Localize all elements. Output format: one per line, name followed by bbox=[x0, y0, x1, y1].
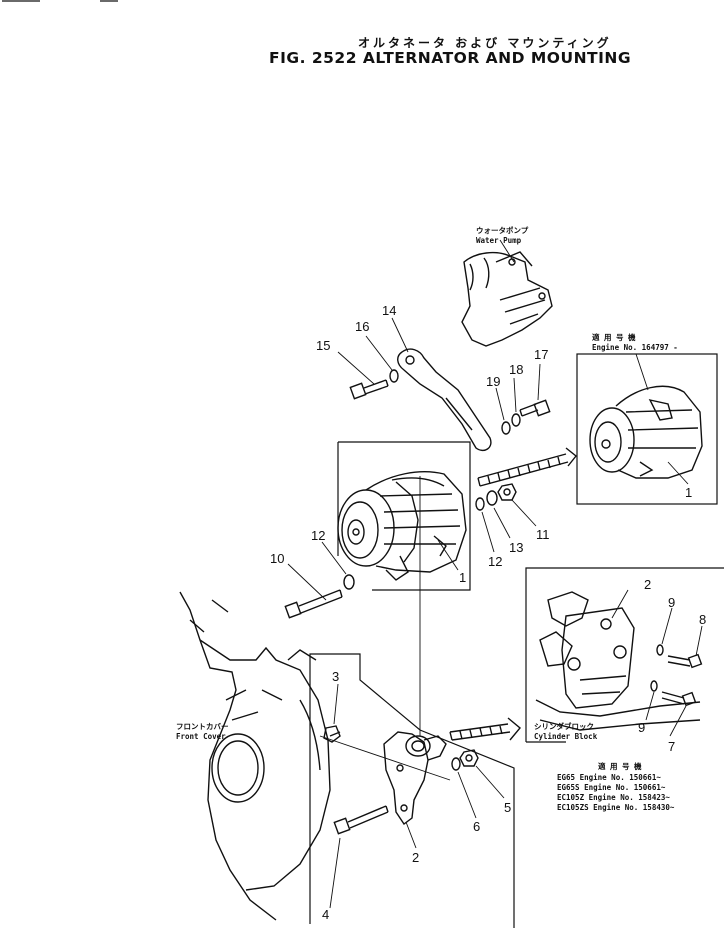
callout-9-top: 9 bbox=[668, 595, 676, 610]
bolt-3 bbox=[323, 725, 341, 743]
callout-11: 11 bbox=[536, 527, 550, 542]
callout-18: 18 bbox=[509, 362, 524, 377]
lower-bracket-frame bbox=[309, 653, 515, 928]
nut-11 bbox=[497, 483, 517, 501]
stud-bolt bbox=[477, 447, 577, 487]
callout-15: 15 bbox=[316, 338, 331, 353]
callout-1-main: 1 bbox=[459, 570, 467, 585]
washer-13 bbox=[486, 490, 498, 506]
inset-cylinder-block bbox=[525, 567, 724, 743]
bolt-17 bbox=[519, 399, 551, 417]
callout-10: 10 bbox=[270, 551, 285, 566]
inset-bottom-applicable-jp: 適 用 号 機 bbox=[598, 762, 642, 771]
callout-4: 4 bbox=[322, 907, 330, 922]
alternator-bracket-drawing bbox=[383, 731, 447, 826]
callout-9-bottom: 9 bbox=[638, 720, 646, 735]
bolt-15 bbox=[349, 379, 389, 400]
front-cover-drawing bbox=[179, 591, 331, 921]
cylinder-block-label: Cylinder Block bbox=[534, 732, 598, 741]
inset-alternator-new bbox=[576, 353, 718, 505]
engine-row-4: EC105ZS Engine No. 158430~ bbox=[557, 803, 675, 812]
callout-13: 13 bbox=[509, 540, 524, 555]
bolt-10 bbox=[284, 589, 343, 619]
inset-top-engine-no: Engine No. 164797 - bbox=[592, 343, 678, 352]
engine-row-3: EC105Z Engine No. 158423~ bbox=[557, 793, 670, 802]
cylinder-block-label-jp: シリンダブロック bbox=[534, 722, 594, 731]
arrow-to-inset bbox=[449, 717, 521, 741]
water-pump-label-jp: ウォータポンプ bbox=[476, 226, 529, 235]
callout-8: 8 bbox=[699, 612, 707, 627]
washer-19 bbox=[501, 421, 511, 435]
callout-17: 17 bbox=[534, 347, 549, 362]
adjusting-link-drawing bbox=[397, 348, 492, 452]
callout-3: 3 bbox=[332, 669, 340, 684]
washer-16 bbox=[389, 369, 399, 383]
front-cover-label-jp: フロントカバー bbox=[176, 722, 229, 731]
title-japanese: オルタネータ および マウンティング bbox=[358, 36, 612, 50]
leader-lines bbox=[287, 239, 703, 909]
bolt-4 bbox=[333, 805, 389, 835]
callout-2-inset: 2 bbox=[644, 577, 652, 592]
washer-6 bbox=[451, 757, 461, 771]
nut-5 bbox=[459, 749, 479, 767]
washer-18 bbox=[511, 413, 521, 427]
engine-row-2: EG65S Engine No. 150661~ bbox=[557, 783, 666, 792]
callout-16: 16 bbox=[355, 319, 370, 334]
washer-12-right bbox=[475, 497, 485, 511]
water-pump-label: Water Pump bbox=[476, 236, 522, 245]
washer-12-left bbox=[343, 574, 355, 590]
callout-6: 6 bbox=[473, 819, 481, 834]
engine-row-1: EG65 Engine No. 150661~ bbox=[557, 773, 661, 782]
water-pump-drawing bbox=[461, 251, 553, 347]
callout-12-right: 12 bbox=[488, 554, 503, 569]
callout-7: 7 bbox=[668, 739, 676, 754]
callout-14: 14 bbox=[382, 303, 397, 318]
callout-12-left: 12 bbox=[311, 528, 326, 543]
callout-5: 5 bbox=[504, 800, 512, 815]
front-cover-label: Front Cover bbox=[176, 732, 226, 741]
inset-top-applicable-jp: 適 用 号 機 bbox=[592, 333, 636, 342]
callout-19: 19 bbox=[486, 374, 501, 389]
callout-1-inset: 1 bbox=[685, 485, 693, 500]
callout-2-main: 2 bbox=[412, 850, 420, 865]
page-title: FIG. 2522 ALTERNATOR AND MOUNTING bbox=[269, 49, 632, 67]
alternator-main-drawing bbox=[337, 441, 471, 591]
